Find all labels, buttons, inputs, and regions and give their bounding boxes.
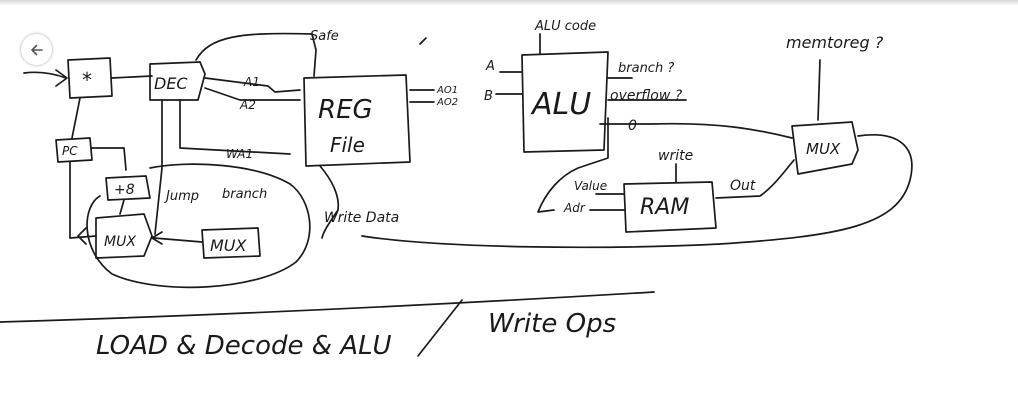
safe-label: Safe bbox=[310, 29, 339, 44]
alu-to-ram-wire bbox=[537, 117, 609, 213]
out-label: Out bbox=[730, 178, 756, 194]
ao2-label: AO2 bbox=[436, 97, 458, 108]
branch-question-label: branch ? bbox=[618, 61, 674, 76]
star-label: * bbox=[82, 68, 92, 92]
write-data-label: Write Data bbox=[324, 210, 399, 226]
section-right-label: Write Ops bbox=[488, 309, 616, 339]
alu-code-label: ALU code bbox=[534, 19, 596, 34]
section-slash bbox=[417, 299, 463, 357]
arrow-left-icon bbox=[30, 44, 43, 55]
ram-out-wire bbox=[715, 159, 795, 199]
section-left-label: LOAD & Decode & ALU bbox=[96, 331, 392, 361]
dec-label: DEC bbox=[154, 74, 188, 93]
dec-to-wa1-wire bbox=[179, 99, 291, 155]
ao1-label: AO1 bbox=[436, 85, 458, 96]
dec-to-a2-wire bbox=[204, 87, 301, 101]
mux-left-box bbox=[95, 213, 153, 259]
alu-result-wire bbox=[599, 122, 793, 139]
ram-label: RAM bbox=[640, 195, 689, 220]
star-box bbox=[67, 57, 113, 99]
branch-label: branch bbox=[222, 187, 267, 202]
pc-box bbox=[55, 137, 93, 163]
a1-label: A1 bbox=[243, 75, 260, 89]
writeback-loop-wire bbox=[361, 134, 913, 249]
jump-label: Jump bbox=[163, 189, 199, 204]
mux-left-to-pc-wire bbox=[69, 161, 97, 239]
mux-mid-box bbox=[201, 227, 261, 259]
wa1-label: WA1 bbox=[226, 147, 253, 161]
plus8-box bbox=[105, 175, 151, 201]
dec-box bbox=[149, 61, 206, 101]
a-input-label: A bbox=[485, 59, 495, 74]
reg-label-line2: File bbox=[330, 133, 365, 157]
a2-label: A2 bbox=[239, 98, 256, 112]
memtoreg-label: memtoreg ? bbox=[786, 33, 884, 52]
memtoreg-wire bbox=[817, 59, 821, 121]
ram-box bbox=[623, 181, 717, 233]
alu-label: ALU bbox=[530, 87, 591, 122]
mux-right-label: MUX bbox=[806, 140, 841, 158]
alu-box bbox=[521, 51, 609, 153]
top-bar bbox=[0, 0, 1018, 6]
mux-left-label: MUX bbox=[104, 234, 136, 250]
mux-right-box bbox=[791, 121, 859, 175]
reg-label-line1: REG bbox=[318, 95, 373, 125]
mux-left-input-arrow bbox=[77, 227, 87, 245]
pc-to-star-wire bbox=[71, 97, 81, 139]
section-divider bbox=[0, 291, 655, 323]
b-input-label: B bbox=[484, 89, 493, 104]
input-arrow bbox=[23, 69, 68, 87]
write-label: write bbox=[658, 148, 693, 164]
reg-file-box bbox=[303, 74, 411, 167]
mux-mid-label: MUX bbox=[210, 236, 248, 255]
back-button[interactable] bbox=[21, 34, 52, 65]
pc-logic-loop bbox=[86, 163, 311, 289]
dec-to-safe-wire bbox=[195, 32, 317, 77]
dec-to-a1-wire bbox=[204, 77, 301, 93]
pc-label: PC bbox=[62, 144, 78, 158]
star-to-dec-wire bbox=[111, 75, 153, 79]
safe-stroke bbox=[419, 37, 427, 45]
plus8-to-mux-wire bbox=[119, 199, 125, 215]
write-data-wire bbox=[319, 165, 340, 239]
value-label: Value bbox=[574, 179, 607, 193]
overflow-question-label: overflow ? bbox=[610, 88, 683, 104]
dec-down-wire bbox=[154, 99, 163, 235]
zero-label: 0 bbox=[628, 118, 637, 134]
plus8-label: +8 bbox=[114, 182, 135, 198]
mux-mid-to-left-wire bbox=[151, 231, 203, 245]
adr-label: Adr bbox=[563, 201, 586, 215]
pc-to-plus8-wire bbox=[91, 147, 127, 171]
